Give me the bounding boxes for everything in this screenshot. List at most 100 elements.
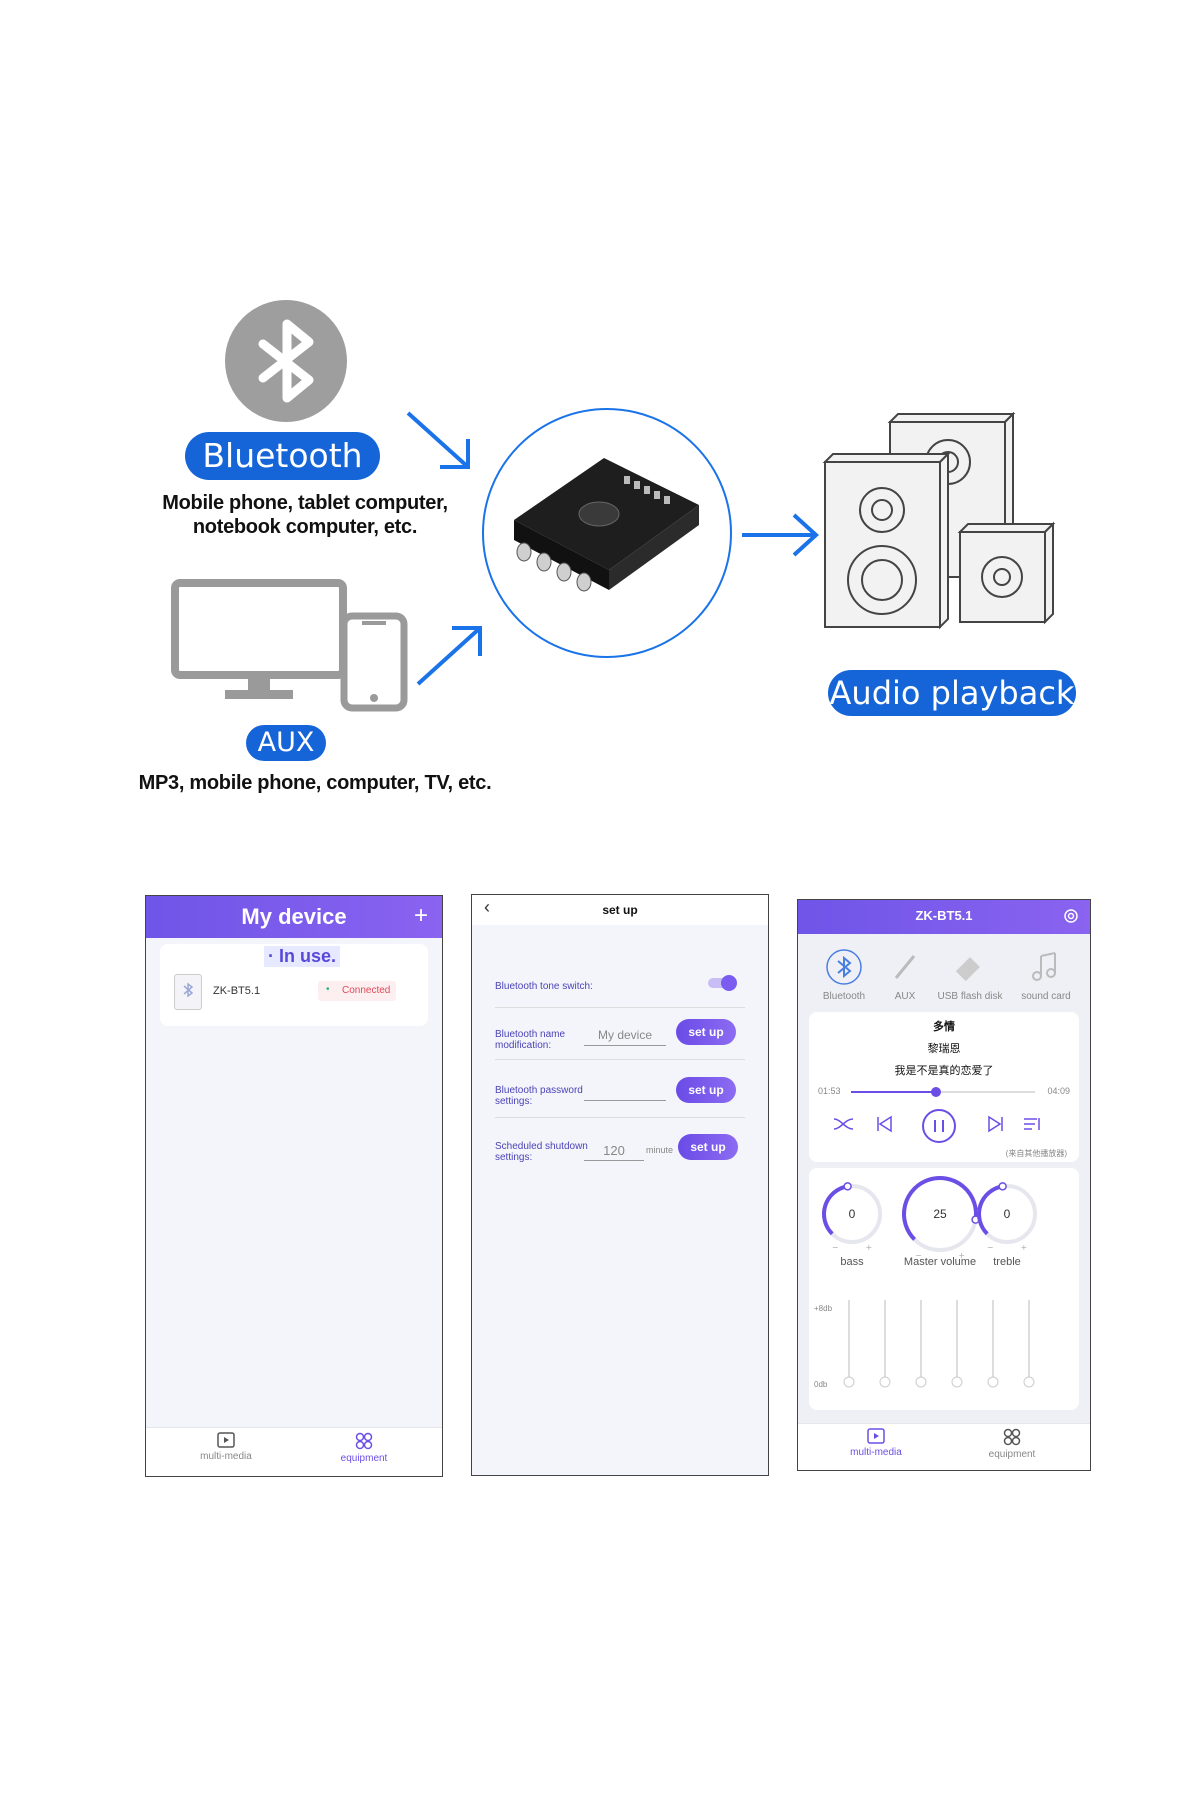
- knob-arc[interactable]: [902, 1176, 978, 1241]
- shutdown-set-up-button[interactable]: set up: [678, 1134, 738, 1160]
- source-bluetooth[interactable]: Bluetooth: [814, 948, 874, 1002]
- knob-plus-icon[interactable]: +: [958, 1251, 965, 1260]
- tab-multi-media[interactable]: multi-media: [826, 1428, 926, 1458]
- player-header: ZK-BT5.1: [798, 900, 1090, 934]
- knob-handle[interactable]: [998, 1182, 1007, 1191]
- eq-thumb[interactable]: [915, 1376, 927, 1388]
- artist-name: 黎瑞恩: [927, 1043, 961, 1055]
- bluetooth-caption-line1: Mobile phone, tablet computer,: [162, 492, 448, 514]
- knob-arc[interactable]: [822, 1184, 849, 1236]
- tab-equipment[interactable]: equipment: [314, 1432, 414, 1464]
- device-name[interactable]: ZK-BT5.1: [213, 985, 261, 997]
- bt-password-input[interactable]: [584, 1100, 666, 1101]
- knob-label-master: Master volume: [903, 1256, 977, 1268]
- row-divider: [495, 1007, 745, 1008]
- status-dot: •: [326, 984, 330, 995]
- eq-thumb[interactable]: [1023, 1376, 1035, 1388]
- knob-value: 0: [1004, 1207, 1011, 1221]
- plus-icon[interactable]: +: [413, 902, 428, 929]
- eq-top-label: +8db: [814, 1304, 833, 1313]
- back-chevron-icon[interactable]: ‹: [484, 897, 490, 917]
- eq-thumb[interactable]: [987, 1376, 999, 1388]
- time-current: 01:53: [818, 1086, 841, 1096]
- tone-switch-toggle[interactable]: [708, 975, 737, 991]
- play-icon: [217, 1432, 235, 1448]
- shuffle-icon[interactable]: [833, 1116, 855, 1132]
- tab-bar: multi-media equipment: [146, 1427, 442, 1476]
- shutdown-minutes-input[interactable]: 120: [603, 1143, 625, 1158]
- device-card: · In use. ZK-BT5.1 • Connected: [160, 944, 428, 1026]
- eq-bottom-label: 0db: [814, 1380, 828, 1389]
- tab-multi-media[interactable]: multi-media: [176, 1432, 276, 1462]
- equalizer-sliders[interactable]: [809, 1296, 1079, 1406]
- tab-bar: multi-media equipment: [798, 1423, 1090, 1470]
- knob-minus-icon[interactable]: −: [915, 1251, 922, 1260]
- aux-caption: MP3, mobile phone, computer, TV, etc.: [138, 772, 492, 794]
- eq-thumb[interactable]: [843, 1376, 855, 1388]
- pause-button[interactable]: [921, 1108, 957, 1144]
- now-playing-card: 多情 黎瑞恩 我是不是真的恋爱了 01:53 04:09 (来自其他播放器): [809, 1012, 1079, 1162]
- progress-fill: [851, 1091, 936, 1093]
- progress-track[interactable]: [851, 1087, 1035, 1097]
- song-subtitle: 我是不是真的恋爱了: [894, 1065, 994, 1077]
- next-icon[interactable]: [987, 1115, 1005, 1133]
- knob-plus-icon[interactable]: +: [865, 1243, 872, 1252]
- bluetooth-icon: [225, 300, 347, 422]
- source-label: sound card: [1021, 991, 1071, 1002]
- knob-value: 25: [933, 1207, 947, 1221]
- eq-thumb[interactable]: [951, 1376, 963, 1388]
- knob-label-bass: bass: [840, 1256, 864, 1268]
- player-screen: ZK-BT5.1 Bluetooth AUX USB flash disk so…: [797, 899, 1091, 1471]
- play-icon: [867, 1428, 885, 1444]
- previous-icon[interactable]: [875, 1115, 893, 1133]
- tab-equipment[interactable]: equipment: [962, 1428, 1062, 1460]
- row-divider: [495, 1059, 745, 1060]
- page-title: My device: [241, 904, 347, 929]
- knob-plus-icon[interactable]: +: [1020, 1243, 1027, 1252]
- source-label: AUX: [894, 991, 916, 1002]
- progress-thumb[interactable]: [930, 1087, 941, 1097]
- my-device-header: My device +: [146, 896, 442, 938]
- shutdown-unit: minute: [646, 1145, 674, 1155]
- setup-screen: ‹ set up Bluetooth tone switch: Bluetoot…: [471, 894, 769, 1476]
- knob-minus-icon[interactable]: −: [832, 1243, 839, 1252]
- playlist-icon[interactable]: [1023, 1116, 1043, 1132]
- tab-label: multi-media: [200, 1451, 252, 1462]
- arrow-down-right-icon: [406, 411, 470, 469]
- bt-password-set-up-button[interactable]: set up: [676, 1077, 736, 1103]
- bt-name-set-up-button[interactable]: set up: [676, 1019, 736, 1045]
- gear-icon[interactable]: [1062, 907, 1080, 925]
- section-label: · In use.: [264, 946, 341, 967]
- row-divider: [495, 1117, 745, 1118]
- tone-knobs[interactable]: 0 − +25 − +0 − +: [809, 1168, 1079, 1278]
- tab-label: equipment: [340, 1453, 388, 1464]
- my-device-screen: My device + · In use. ZK-BT5.1 • Connect…: [145, 895, 443, 1477]
- grid-icon: [1003, 1428, 1021, 1446]
- bt-name-input[interactable]: My device: [597, 1028, 653, 1042]
- speakers-icon: [822, 412, 1056, 630]
- bluetooth-icon: [826, 949, 862, 985]
- aux-pill: AUX: [246, 725, 326, 761]
- source-aux[interactable]: AUX: [882, 948, 928, 1002]
- phone-icon: [340, 612, 408, 712]
- eq-thumb[interactable]: [879, 1376, 891, 1388]
- knob-minus-icon[interactable]: −: [987, 1243, 994, 1252]
- arrow-up-right-icon: [416, 626, 482, 686]
- knob-handle[interactable]: [843, 1182, 852, 1191]
- source-label: Bluetooth: [822, 991, 866, 1002]
- grid-icon: [355, 1432, 373, 1450]
- status-text: Connected: [342, 985, 391, 996]
- usb-icon: [955, 957, 980, 982]
- source-sound-card[interactable]: sound card: [1010, 948, 1082, 1002]
- knob-arc[interactable]: [977, 1184, 1004, 1236]
- setup-header: ‹ set up: [472, 895, 768, 925]
- knob-value: 0: [849, 1207, 856, 1221]
- bluetooth-caption-line2: notebook computer, etc.: [192, 516, 418, 538]
- source-usb[interactable]: USB flash disk: [930, 948, 1010, 1002]
- input-underline: [584, 1160, 644, 1161]
- music-note-icon: [1032, 952, 1056, 981]
- device-thumbnail-icon[interactable]: [174, 974, 202, 1010]
